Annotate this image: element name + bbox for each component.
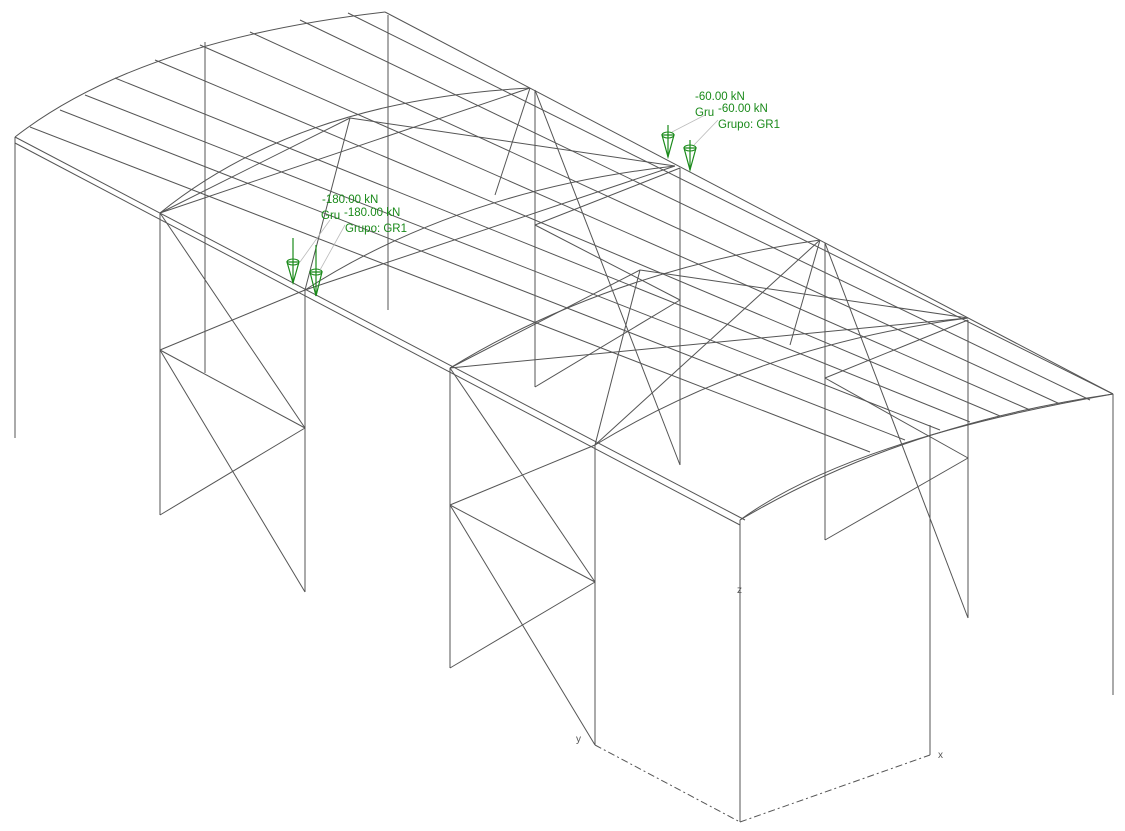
wall-brace xyxy=(824,319,969,379)
end-arch xyxy=(739,393,1114,521)
brace xyxy=(159,87,531,214)
wall-brace xyxy=(824,457,969,541)
wall-bracing xyxy=(159,89,1114,746)
brace xyxy=(789,239,821,346)
wall-brace xyxy=(159,427,306,516)
arch-frame-5 xyxy=(594,317,969,446)
load-group-overlap-label: Gru xyxy=(695,107,714,119)
load-value-label: -180.00 kN xyxy=(344,207,400,219)
purlin xyxy=(299,19,1091,401)
load-arrow-60-a[interactable] xyxy=(661,125,675,160)
load-arrow-180-a[interactable] xyxy=(286,238,300,286)
label-leader xyxy=(671,114,706,133)
wall-brace-back xyxy=(534,299,681,388)
ridge-purlin xyxy=(384,11,1114,395)
load-arrow-cap xyxy=(286,258,300,266)
load-arrow-180-b[interactable] xyxy=(309,245,323,297)
arch-frame-3 xyxy=(304,165,676,291)
purlin xyxy=(114,77,971,423)
eave-beam-front xyxy=(14,136,746,521)
purlin xyxy=(199,44,1031,411)
columns xyxy=(14,15,1114,822)
rafter-arches xyxy=(14,11,1114,521)
brace xyxy=(639,269,969,319)
purlin xyxy=(84,94,941,431)
point-loads[interactable]: -180.00 kN Gru -180.00 kN Grupo: GR1 -60… xyxy=(286,91,780,297)
arch-frame-2 xyxy=(159,87,531,214)
brace xyxy=(304,165,676,291)
wall-brace-back xyxy=(534,89,681,466)
axis-y-line xyxy=(594,744,741,823)
arch-frame-6 xyxy=(739,393,1114,521)
purlin xyxy=(154,59,1001,417)
load-arrow-icon xyxy=(661,134,675,160)
purlin xyxy=(59,109,906,441)
wall-brace xyxy=(824,242,969,619)
brace xyxy=(594,269,641,446)
wall-girt-back xyxy=(534,224,681,301)
axis-x-label: x xyxy=(938,750,943,761)
brace xyxy=(494,87,531,196)
brace xyxy=(449,269,641,369)
global-axes: y x z xyxy=(576,585,943,823)
purlin xyxy=(29,126,871,453)
brace xyxy=(159,117,351,214)
arch-frame-4 xyxy=(449,239,821,369)
purlin xyxy=(347,12,1114,395)
axis-y-label: y xyxy=(576,734,581,745)
roof-purlins xyxy=(14,11,1114,526)
load-arrow-cap xyxy=(683,144,697,152)
load-group-label: Grupo: GR1 xyxy=(345,223,407,235)
load-group-label: Grupo: GR1 xyxy=(718,119,780,131)
axis-x-line xyxy=(739,754,931,823)
load-arrow-icon xyxy=(309,271,323,297)
eave-beam-front-2 xyxy=(14,142,741,526)
load-group-overlap-label: Gru xyxy=(321,210,340,222)
arch-frame-1 xyxy=(14,11,386,138)
label-leader xyxy=(319,224,346,271)
load-value-label: -60.00 kN xyxy=(718,103,768,115)
wall-girt xyxy=(159,349,306,429)
wall-brace xyxy=(449,581,596,669)
load-value-label: -180.00 kN xyxy=(322,194,378,206)
label-leader xyxy=(299,219,331,263)
load-arrow-icon xyxy=(683,147,697,173)
brace xyxy=(449,317,969,369)
roof-bracing xyxy=(159,87,969,446)
axis-z-label: z xyxy=(737,585,742,596)
wall-girt xyxy=(449,504,596,583)
wall-brace xyxy=(159,289,306,351)
purlin xyxy=(249,31,1061,405)
wall-brace-back xyxy=(534,167,681,226)
load-arrow-cap xyxy=(661,131,675,139)
wall-girt xyxy=(824,377,969,459)
brace xyxy=(304,117,351,291)
label-leader xyxy=(693,119,719,146)
load-arrow-cap xyxy=(309,268,323,276)
load-arrow-icon xyxy=(286,261,300,286)
wall-brace xyxy=(449,444,596,506)
brace xyxy=(594,239,821,446)
load-arrow-60-b[interactable] xyxy=(683,140,697,173)
load-value-label: -60.00 kN xyxy=(695,91,745,103)
